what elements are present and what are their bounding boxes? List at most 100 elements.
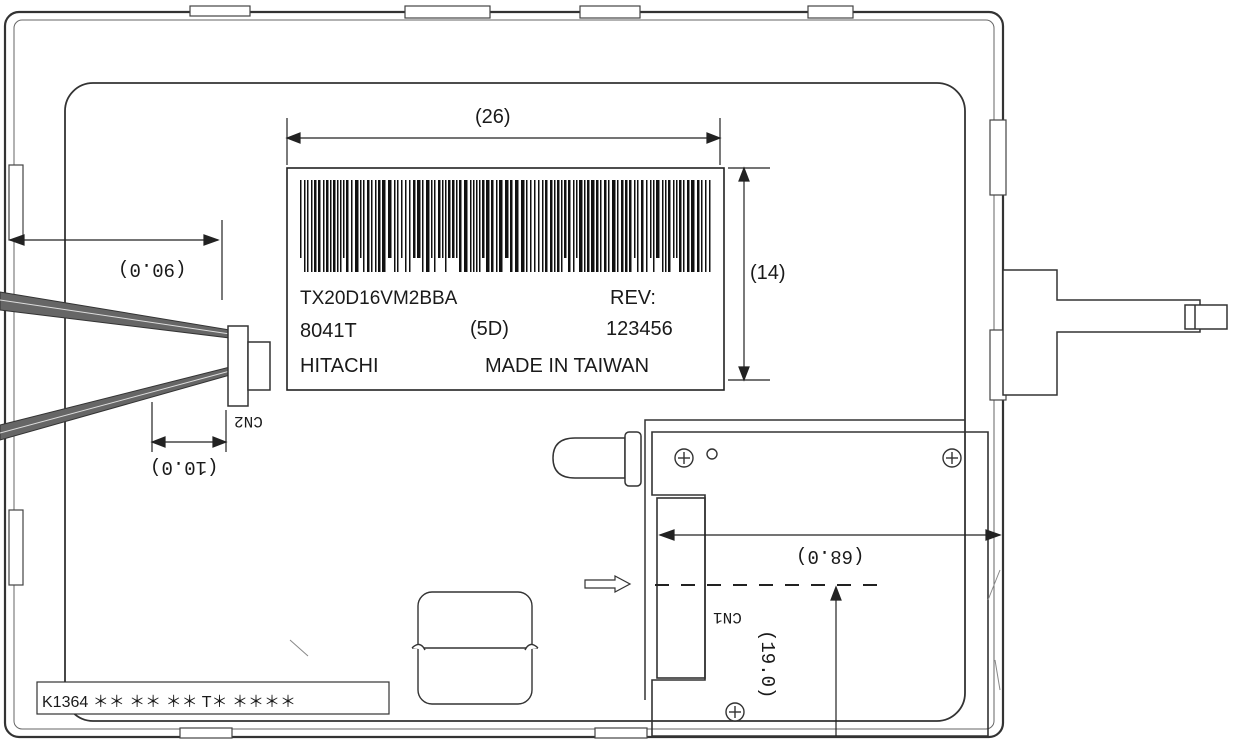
barcode-bar [397, 180, 399, 272]
barcode-bar [554, 180, 556, 272]
barcode-bar [705, 180, 707, 272]
barcode-bar [608, 180, 610, 272]
barcode-bar [486, 180, 490, 272]
barcode-bar [564, 180, 567, 258]
barcode-bar [573, 180, 575, 272]
barcode-bar [683, 180, 685, 272]
barcode-bar [697, 180, 700, 272]
barcode-bar [413, 180, 416, 258]
barcode-bar [612, 180, 616, 272]
barcode-bar [521, 180, 525, 272]
bottom-tabs [179, 727, 648, 739]
barcode-bar [709, 180, 711, 272]
barcode-bar [375, 180, 377, 272]
barcode-bar [371, 180, 373, 272]
barcode-bar [499, 180, 503, 272]
barcode-bar [600, 180, 602, 272]
barcode-bar [470, 180, 472, 272]
barcode-bar [438, 180, 441, 258]
dim-label-width-text: (26) [475, 106, 511, 128]
barcode-bar [434, 180, 436, 272]
barcode-bar [515, 180, 519, 272]
cn2-label-value: CN2 [234, 412, 263, 430]
cn2-cables [0, 291, 231, 441]
barcode-bar [300, 180, 302, 258]
barcode-bar [579, 180, 583, 272]
barcode-bar [653, 180, 655, 272]
cn1-label-value: CN1 [713, 608, 742, 626]
dim-left-offset [8, 220, 223, 300]
dim-label-height [728, 166, 770, 382]
barcode-bar [679, 180, 682, 272]
label-model: TX20D16VM2BBA [300, 288, 458, 309]
barcode-bar [510, 180, 513, 272]
dim-cn2-offset-value: (10.0) [150, 456, 219, 478]
barcode-bar [505, 180, 509, 258]
label-variant: (5D) [470, 318, 509, 340]
barcode-bar [479, 180, 481, 272]
barcode-bar [691, 180, 695, 272]
dim-cn1-height [830, 585, 842, 736]
barcode-bar [314, 180, 317, 272]
dim-cn1-offset-value: (68.0) [796, 545, 865, 567]
dim-label-height-text: (14) [750, 262, 786, 284]
barcode-bar [330, 180, 332, 272]
barcode-bar [496, 180, 498, 272]
barcode-bar [445, 180, 447, 272]
barcode-bar [591, 180, 595, 272]
right-tabs [989, 119, 1007, 401]
barcode-bar [360, 180, 362, 258]
label-serial: 123456 [606, 318, 673, 340]
barcode-bar [459, 180, 462, 272]
barcode-bar [355, 180, 359, 272]
barcode-bar [307, 180, 309, 272]
barcode-bar [340, 180, 342, 272]
barcode-bar [687, 180, 690, 272]
barcode-bar [422, 180, 424, 272]
barcode-bar [426, 180, 430, 272]
barcode-bar [409, 180, 411, 272]
cn1-label: CN1 [713, 608, 742, 626]
barcode-bar [388, 180, 392, 258]
dim-left-offset-value: (90.0) [118, 258, 187, 280]
dim-cn1-offset [658, 529, 1002, 541]
barcode [300, 180, 711, 272]
barcode-bar [333, 180, 336, 272]
label-maker: HITACHI [300, 355, 379, 377]
barcode-bar [482, 180, 485, 258]
barcode-bar [676, 180, 678, 258]
barcode-bar [629, 180, 632, 272]
barcode-bar [394, 180, 396, 272]
label-lot-code: 8041T [300, 320, 357, 342]
dim-cn1-height-value: (19.0) [756, 630, 778, 699]
barcode-bar [346, 180, 349, 272]
barcode-bar [534, 180, 536, 272]
barcode-bar [318, 180, 321, 272]
left-tabs [8, 164, 24, 586]
barcode-bar [656, 180, 660, 258]
barcode-bar [646, 180, 648, 272]
barcode-bar [401, 180, 403, 258]
dim-label-width [285, 118, 722, 165]
barcode-bar [378, 180, 381, 272]
barcode-bar [452, 180, 455, 258]
dim-cn2-offset-text: (10.0) [150, 456, 218, 478]
dim-cn1-offset-text: (68.0) [796, 545, 864, 567]
bottom-code-box [36, 681, 390, 715]
barcode-bar [464, 180, 468, 272]
barcode-bar [351, 180, 353, 272]
display-area [64, 82, 966, 722]
barcode-bar [587, 180, 590, 272]
barcode-bar [637, 180, 639, 272]
dim-cn2-offset [150, 402, 228, 452]
barcode-bar [311, 180, 313, 272]
barcode-bar [701, 180, 703, 272]
barcode-bar [526, 180, 528, 272]
barcode-bar [561, 180, 563, 272]
barcode-bar [538, 180, 540, 272]
barcode-bar [668, 180, 671, 272]
barcode-bar [491, 180, 494, 272]
barcode-bar [382, 180, 386, 272]
barcode-bar [542, 180, 544, 272]
